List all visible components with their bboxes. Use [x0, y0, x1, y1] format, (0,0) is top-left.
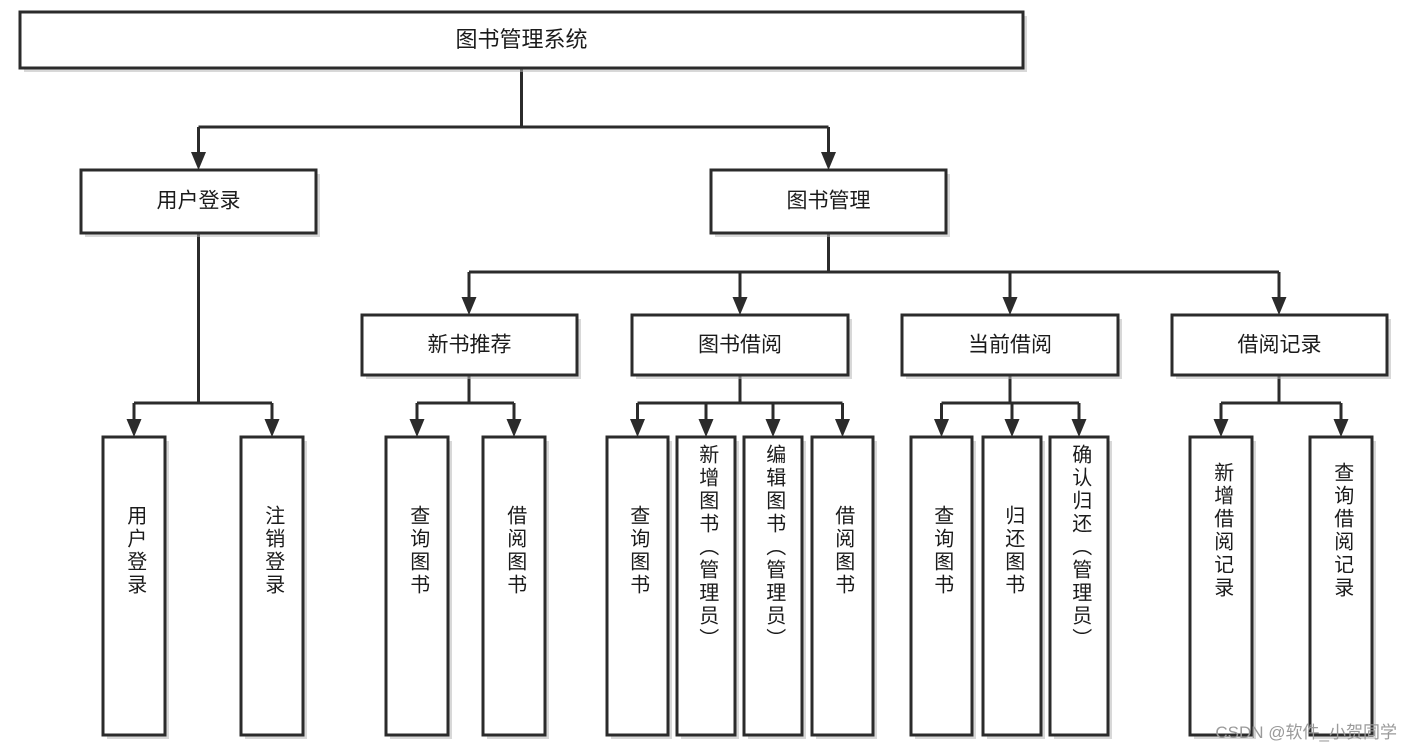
- node-root[interactable]: [18, 10, 1025, 70]
- node-book-management[interactable]: [709, 168, 948, 235]
- arrow-to-current-borrow: [1002, 297, 1018, 315]
- arrow-leaf-br-query: [1333, 419, 1349, 437]
- node-borrow-records[interactable]: [1170, 313, 1389, 377]
- arrow-leaf-logout: [264, 419, 280, 437]
- arrow-leaf-br-add: [1213, 419, 1229, 437]
- arrow-to-book-mgmt: [821, 152, 836, 170]
- leaf-bb-query-book[interactable]: [605, 435, 670, 737]
- leaf-nb-borrow-book[interactable]: [481, 435, 547, 737]
- node-user-login[interactable]: [79, 168, 318, 235]
- arrow-leaf-nb-query: [409, 419, 425, 437]
- leaf-cb-confirm-return[interactable]: [1048, 435, 1110, 737]
- node-book-borrow-label: 图书借阅: [698, 334, 782, 357]
- arrow-leaf-user-login: [126, 419, 142, 437]
- arrow-leaf-bb-edit: [765, 419, 781, 437]
- leaf-bb-edit-book[interactable]: [742, 435, 804, 737]
- leaf-cb-return-book[interactable]: [981, 435, 1043, 737]
- arrow-to-user-login: [191, 152, 206, 170]
- node-current-borrow[interactable]: [900, 313, 1120, 377]
- boxes-layer: 图书管理系统 用户登录 图书管理 新书推荐 图书借阅 当前借阅 借阅记录: [18, 10, 1391, 739]
- node-new-book-recommend-label: 新书推荐: [428, 334, 512, 357]
- arrow-leaf-cb-query: [934, 419, 949, 437]
- node-new-book-recommend[interactable]: [360, 313, 579, 377]
- node-root-label: 图书管理系统: [455, 27, 587, 52]
- arrow-leaf-cb-return: [1004, 419, 1020, 437]
- leaf-br-add-record[interactable]: [1188, 435, 1254, 737]
- csdn-watermark: CSDN @软件_小贺同学: [1215, 723, 1397, 742]
- arrow-leaf-bb-query: [630, 419, 645, 437]
- node-book-management-label: 图书管理: [787, 190, 871, 213]
- arrow-leaf-cb-confirm: [1071, 419, 1087, 437]
- node-current-borrow-label: 当前借阅: [968, 334, 1052, 357]
- leaf-logout[interactable]: [239, 435, 305, 737]
- node-user-login-label: 用户登录: [157, 190, 241, 213]
- arrow-leaf-bb-add: [698, 419, 714, 437]
- node-book-borrow[interactable]: [630, 313, 850, 377]
- leaf-user-login[interactable]: [101, 435, 167, 737]
- arrow-leaf-nb-borrow: [506, 419, 522, 437]
- leaf-cb-query-book[interactable]: [909, 435, 974, 737]
- arrow-leaf-bb-borrow: [835, 419, 850, 437]
- leaf-nb-query-book[interactable]: [384, 435, 450, 737]
- leaf-bb-add-book[interactable]: [675, 435, 737, 737]
- arrow-to-borrow-records: [1271, 297, 1287, 315]
- leaf-bb-borrow-book[interactable]: [810, 435, 875, 737]
- arrow-to-new-books: [461, 297, 477, 315]
- connectors-layer: [126, 68, 1349, 437]
- arrow-to-borrow-books: [732, 297, 748, 315]
- node-borrow-records-label: 借阅记录: [1238, 334, 1322, 357]
- leaf-br-query-record[interactable]: [1308, 435, 1374, 737]
